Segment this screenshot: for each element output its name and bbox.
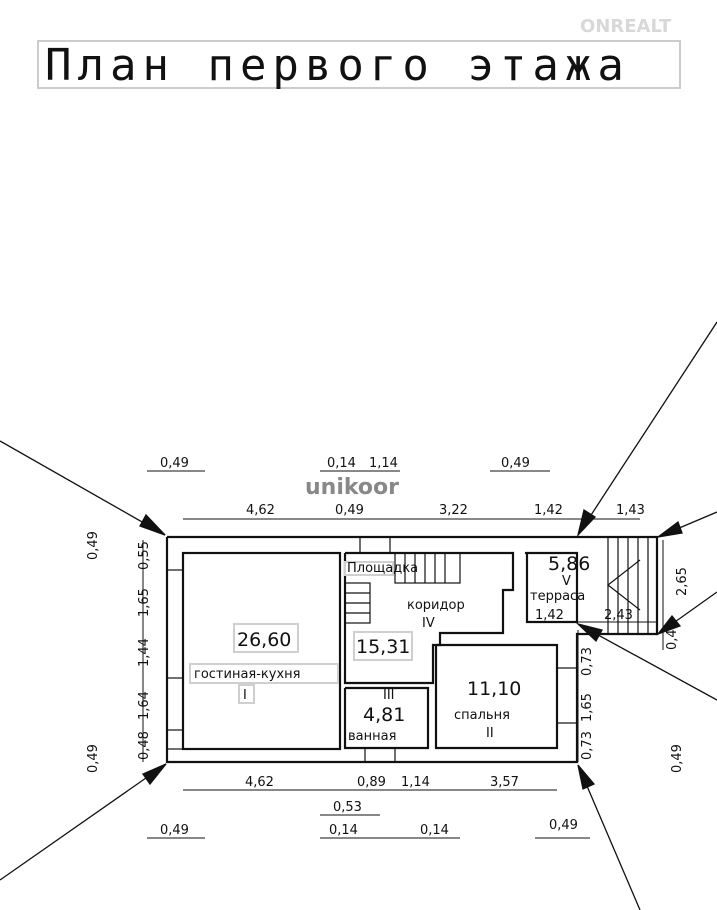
dimension-label: 0,48	[137, 731, 152, 760]
dimension-label: 1,44	[137, 638, 152, 667]
room-area: 26,60	[237, 629, 291, 651]
title-frame	[37, 40, 681, 89]
dimension-label: 0,53	[333, 800, 362, 815]
dimension-label: 2,43	[604, 608, 633, 623]
dimension-label: 0,49	[86, 531, 101, 560]
dimension-label: 0,49	[160, 823, 189, 838]
dimension-lines	[142, 470, 664, 839]
room-name: ванная	[348, 729, 396, 744]
room-bedroom: 11,10 спальня II	[454, 678, 521, 741]
room-name: спальня	[454, 708, 510, 723]
dimension-label: 1,64	[137, 691, 152, 720]
room-number: III	[383, 688, 395, 703]
dimension-label: 0,73	[580, 647, 595, 676]
dimension-label: 0,14	[329, 823, 358, 838]
dimension-label: 0,49	[160, 456, 189, 471]
dimension-label: 1,42	[534, 503, 563, 518]
room-name: коридор	[407, 598, 465, 613]
room-area: 5,86	[548, 553, 590, 575]
dimension-label: 0,14	[327, 456, 356, 471]
dimension-label: 0,73	[580, 731, 595, 760]
dimension-label: 4,62	[245, 775, 274, 790]
room-number: V	[562, 574, 571, 589]
room-area: 15,31	[356, 636, 410, 658]
room-bath: III 4,81 ванная	[348, 688, 405, 744]
room-corridor: 15,31 коридор IV	[353, 598, 465, 661]
dimension-label: 1,43	[616, 503, 645, 518]
room-name: гостиная-кухня	[194, 667, 301, 682]
dimension-label: 0,55	[137, 541, 152, 570]
dimension-label: 1,65	[580, 693, 595, 722]
dimension-label: 0,49	[501, 456, 530, 471]
stairs	[344, 536, 658, 635]
dimension-label: 3,57	[490, 775, 519, 790]
dimension-label: 1,42	[535, 608, 564, 623]
dimension-labels: 0,49 0,14 1,14 0,49 4,62 0,49 3,22 1,42 …	[86, 456, 690, 838]
room-number: I	[243, 688, 247, 703]
dimension-label: 1,14	[369, 456, 398, 471]
dimension-label: 3,22	[439, 503, 468, 518]
logo: unikoor	[305, 475, 399, 500]
dimension-label: 1,14	[401, 775, 430, 790]
dimension-label: 4,62	[246, 503, 275, 518]
watermark: ONREALT	[580, 16, 672, 37]
dimension-label: 0,49	[549, 818, 578, 833]
room-name: терраса	[530, 589, 585, 604]
room-landing: Площадка	[344, 561, 418, 576]
dimension-label: 1,65	[137, 588, 152, 617]
plan-title: План первого этажа	[45, 40, 630, 91]
room-number: IV	[422, 616, 435, 631]
dimension-label: 0,89	[357, 775, 386, 790]
room-area: 11,10	[467, 678, 521, 700]
room-number: II	[486, 726, 494, 741]
dimension-label: 0,49	[86, 744, 101, 773]
room-terrace: 5,86 V терраса	[530, 553, 590, 604]
room-area: 4,81	[363, 704, 405, 726]
room-living: 26,60 гостиная-кухня I	[189, 623, 339, 704]
room-name: Площадка	[347, 561, 418, 576]
dimension-label: 0,49	[335, 503, 364, 518]
dimension-label: 0,49	[665, 621, 680, 650]
dimension-label: 2,65	[675, 567, 690, 596]
dimension-label: 0,49	[670, 744, 685, 773]
dimension-label: 0,14	[420, 823, 449, 838]
